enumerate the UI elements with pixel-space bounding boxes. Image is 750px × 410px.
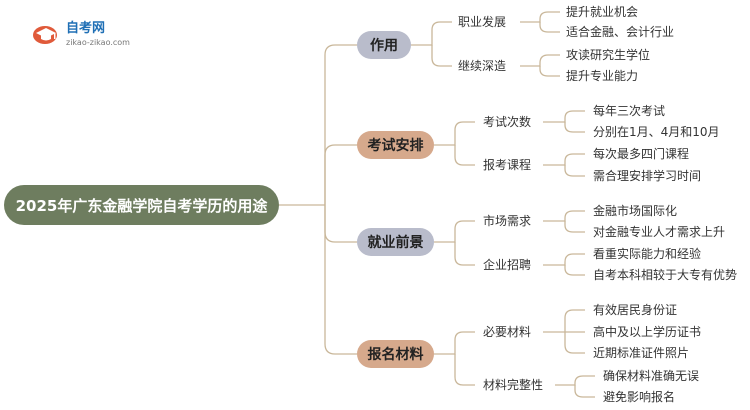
leaf-node: 有效居民身份证 [593,303,678,317]
graduation-cap-icon [33,26,57,44]
leaf-node: 近期标准证件照片 [593,346,690,360]
leaf-node: 对金融专业人才需求上升 [593,225,726,239]
sub-node-further-study: 继续深造 [458,59,507,73]
branch-node-employment: 就业前景 [357,228,434,256]
branch-node-registration: 报名材料 [357,340,434,368]
sub-node-material-completeness: 材料完整性 [483,378,544,392]
leaf-node: 金融市场国际化 [593,204,678,218]
leaf-node: 确保材料准确无误 [603,369,700,383]
leaf-node: 每次最多四门课程 [593,147,690,161]
leaf-node: 分别在1月、4月和10月 [593,125,720,139]
sub-node-recruitment: 企业招聘 [483,258,532,272]
leaf-node: 提升就业机会 [566,5,639,19]
leaf-node: 高中及以上学历证书 [593,325,702,339]
sub-node-market-demand: 市场需求 [483,214,532,228]
sub-node-exam-courses: 报考课程 [483,158,532,172]
sub-node-exam-count: 考试次数 [483,115,532,129]
site-logo[interactable]: 自考网 zikao-zikao.com [32,18,142,52]
logo-title: 自考网 [66,21,106,36]
leaf-node: 需合理安排学习时间 [593,169,702,183]
leaf-node: 提升专业能力 [566,69,639,83]
leaf-node: 看重实际能力和经验 [593,247,702,261]
root-node: 2025年广东金融学院自考学历的用途 [4,185,279,225]
leaf-node: 避免影响报名 [603,390,676,404]
branch-node-exam-schedule: 考试安排 [357,131,434,159]
leaf-node: 适合金融、会计行业 [566,25,675,39]
sub-node-required-materials: 必要材料 [483,325,532,339]
branch-node-role: 作用 [357,31,411,59]
leaf-node: 每年三次考试 [593,104,666,118]
leaf-node: 自考本科相较于大专有优势 [593,268,738,282]
leaf-node: 攻读研究生学位 [566,48,651,62]
logo-url: zikao-zikao.com [66,38,130,47]
sub-node-career: 职业发展 [458,15,507,29]
